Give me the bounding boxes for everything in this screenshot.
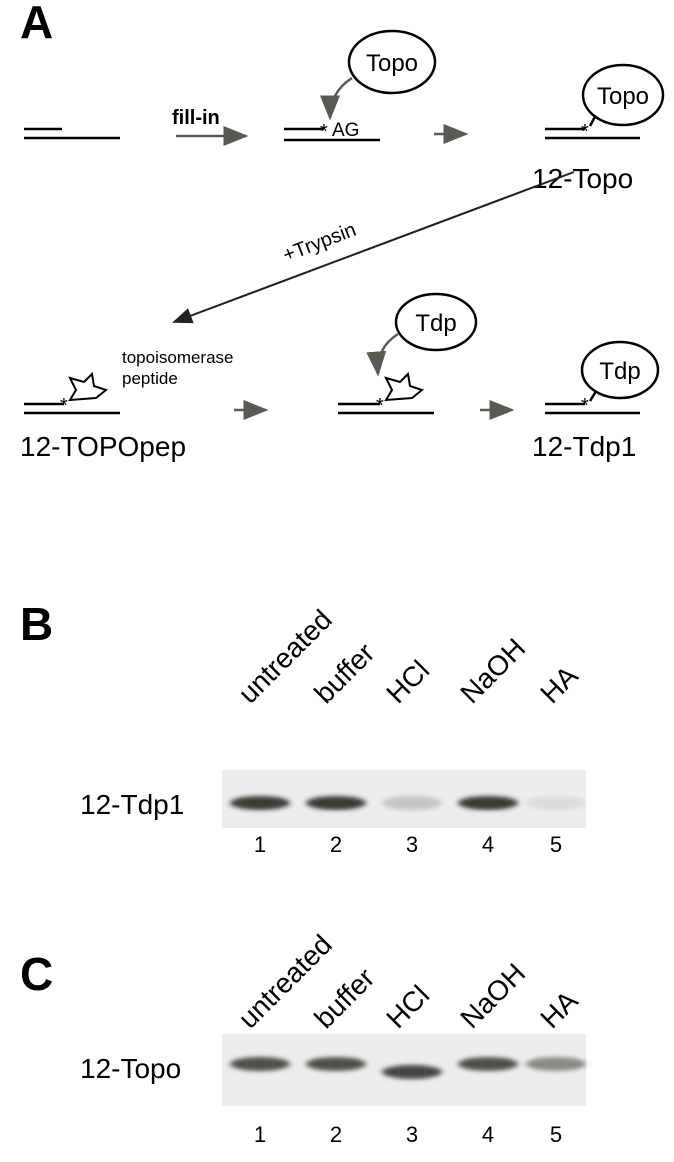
gel-c-col-2: buffer [308,962,380,1034]
gel-b-lane-3: 3 [406,832,418,857]
peptide-star-shape-2 [384,371,425,402]
gel-band-lane-1 [230,796,290,810]
gel-c-col-3: HCl [380,979,435,1034]
gel-band-lane-2 [306,796,366,810]
gel-band-lane-3 [382,796,442,810]
dna-duplex-1 [24,127,120,140]
dna-duplex-4 [24,402,120,415]
star-mark-1: * [320,121,328,143]
gel-b-lane-1: 1 [254,832,266,857]
trypsin-label: +Trypsin [280,219,359,267]
gel-b-col-4: NaOH [454,632,531,709]
peptide-star-shape-1 [68,371,109,402]
panel-label-c: C [20,948,53,1000]
topo-peptide-label-2: peptide [122,369,178,388]
fill-in-label: fill-in [172,107,220,129]
gel-b-lane-numbers: 1 2 3 4 5 [254,832,562,857]
gel-b-col-2: buffer [308,637,380,709]
gel-b-bands [230,796,586,810]
topo-attack-arrow [320,76,353,121]
gel-c-lane-2: 2 [330,1122,342,1147]
gel-b-column-headers: untreated buffer HCl NaOH HA [232,604,584,710]
gel-band-lane-3 [382,1065,442,1079]
gel-band-lane-5 [526,796,586,810]
star-mark-3: * [60,395,68,417]
gel-b-lane-5: 5 [550,832,562,857]
gel-c-column-headers: untreated buffer HCl NaOH HA [232,929,584,1035]
tdp-label-1: Tdp [415,310,456,337]
gel-c-lane-5: 5 [550,1122,562,1147]
gel-c-col-5: HA [534,985,584,1035]
gel-c-col-4: NaOH [454,957,531,1034]
topo-label-1: Topo [366,50,418,77]
gel-band-lane-4 [458,796,518,810]
ag-label: AG [332,120,359,141]
topo-enzyme-1 [347,29,437,95]
panel-label-b: B [20,598,53,650]
star-mark-2: * [581,121,589,143]
star-mark-4: * [376,395,384,417]
tdp-enzyme-2 [580,340,660,400]
gel-band-lane-4 [458,1057,518,1071]
star-mark-5: * [581,395,589,417]
twelve-tdp1-label: 12-Tdp1 [532,431,636,462]
tdp-label-2: Tdp [599,358,640,385]
gel-c-lane-4: 4 [482,1122,494,1147]
twelve-topopep-label: 12-TOPOpep [20,431,186,462]
gel-band-lane-2 [306,1057,366,1071]
dna-duplex-5 [338,402,434,415]
topo-label-2: Topo [597,83,649,110]
gel-c-lane-1: 1 [254,1122,266,1147]
gel-c-lane-numbers: 1 2 3 4 5 [254,1122,562,1147]
gel-b-col-3: HCl [380,654,435,709]
gel-b-lane-4: 4 [482,832,494,857]
gel-c-bands [230,1057,586,1079]
twelve-topo-label: 12-Topo [532,163,633,194]
gel-b-col-5: HA [534,660,584,710]
gel-c-lane-3: 3 [406,1122,418,1147]
gel-b-lane-2: 2 [330,832,342,857]
topo-peptide-label-1: topoisomerase [122,348,234,367]
gel-band-lane-1 [230,1057,290,1071]
trypsin-arrow [172,171,575,324]
tdp-attack-arrow [366,332,399,377]
topo-enzyme-2 [581,63,665,127]
tdp-enzyme-1 [394,292,478,352]
gel-band-lane-5 [526,1057,586,1071]
gel-c-row-label: 12-Topo [80,1053,181,1084]
dna-duplex-2 [284,127,380,142]
gel-b-row-label: 12-Tdp1 [80,789,184,820]
panel-label-a: A [20,0,53,48]
